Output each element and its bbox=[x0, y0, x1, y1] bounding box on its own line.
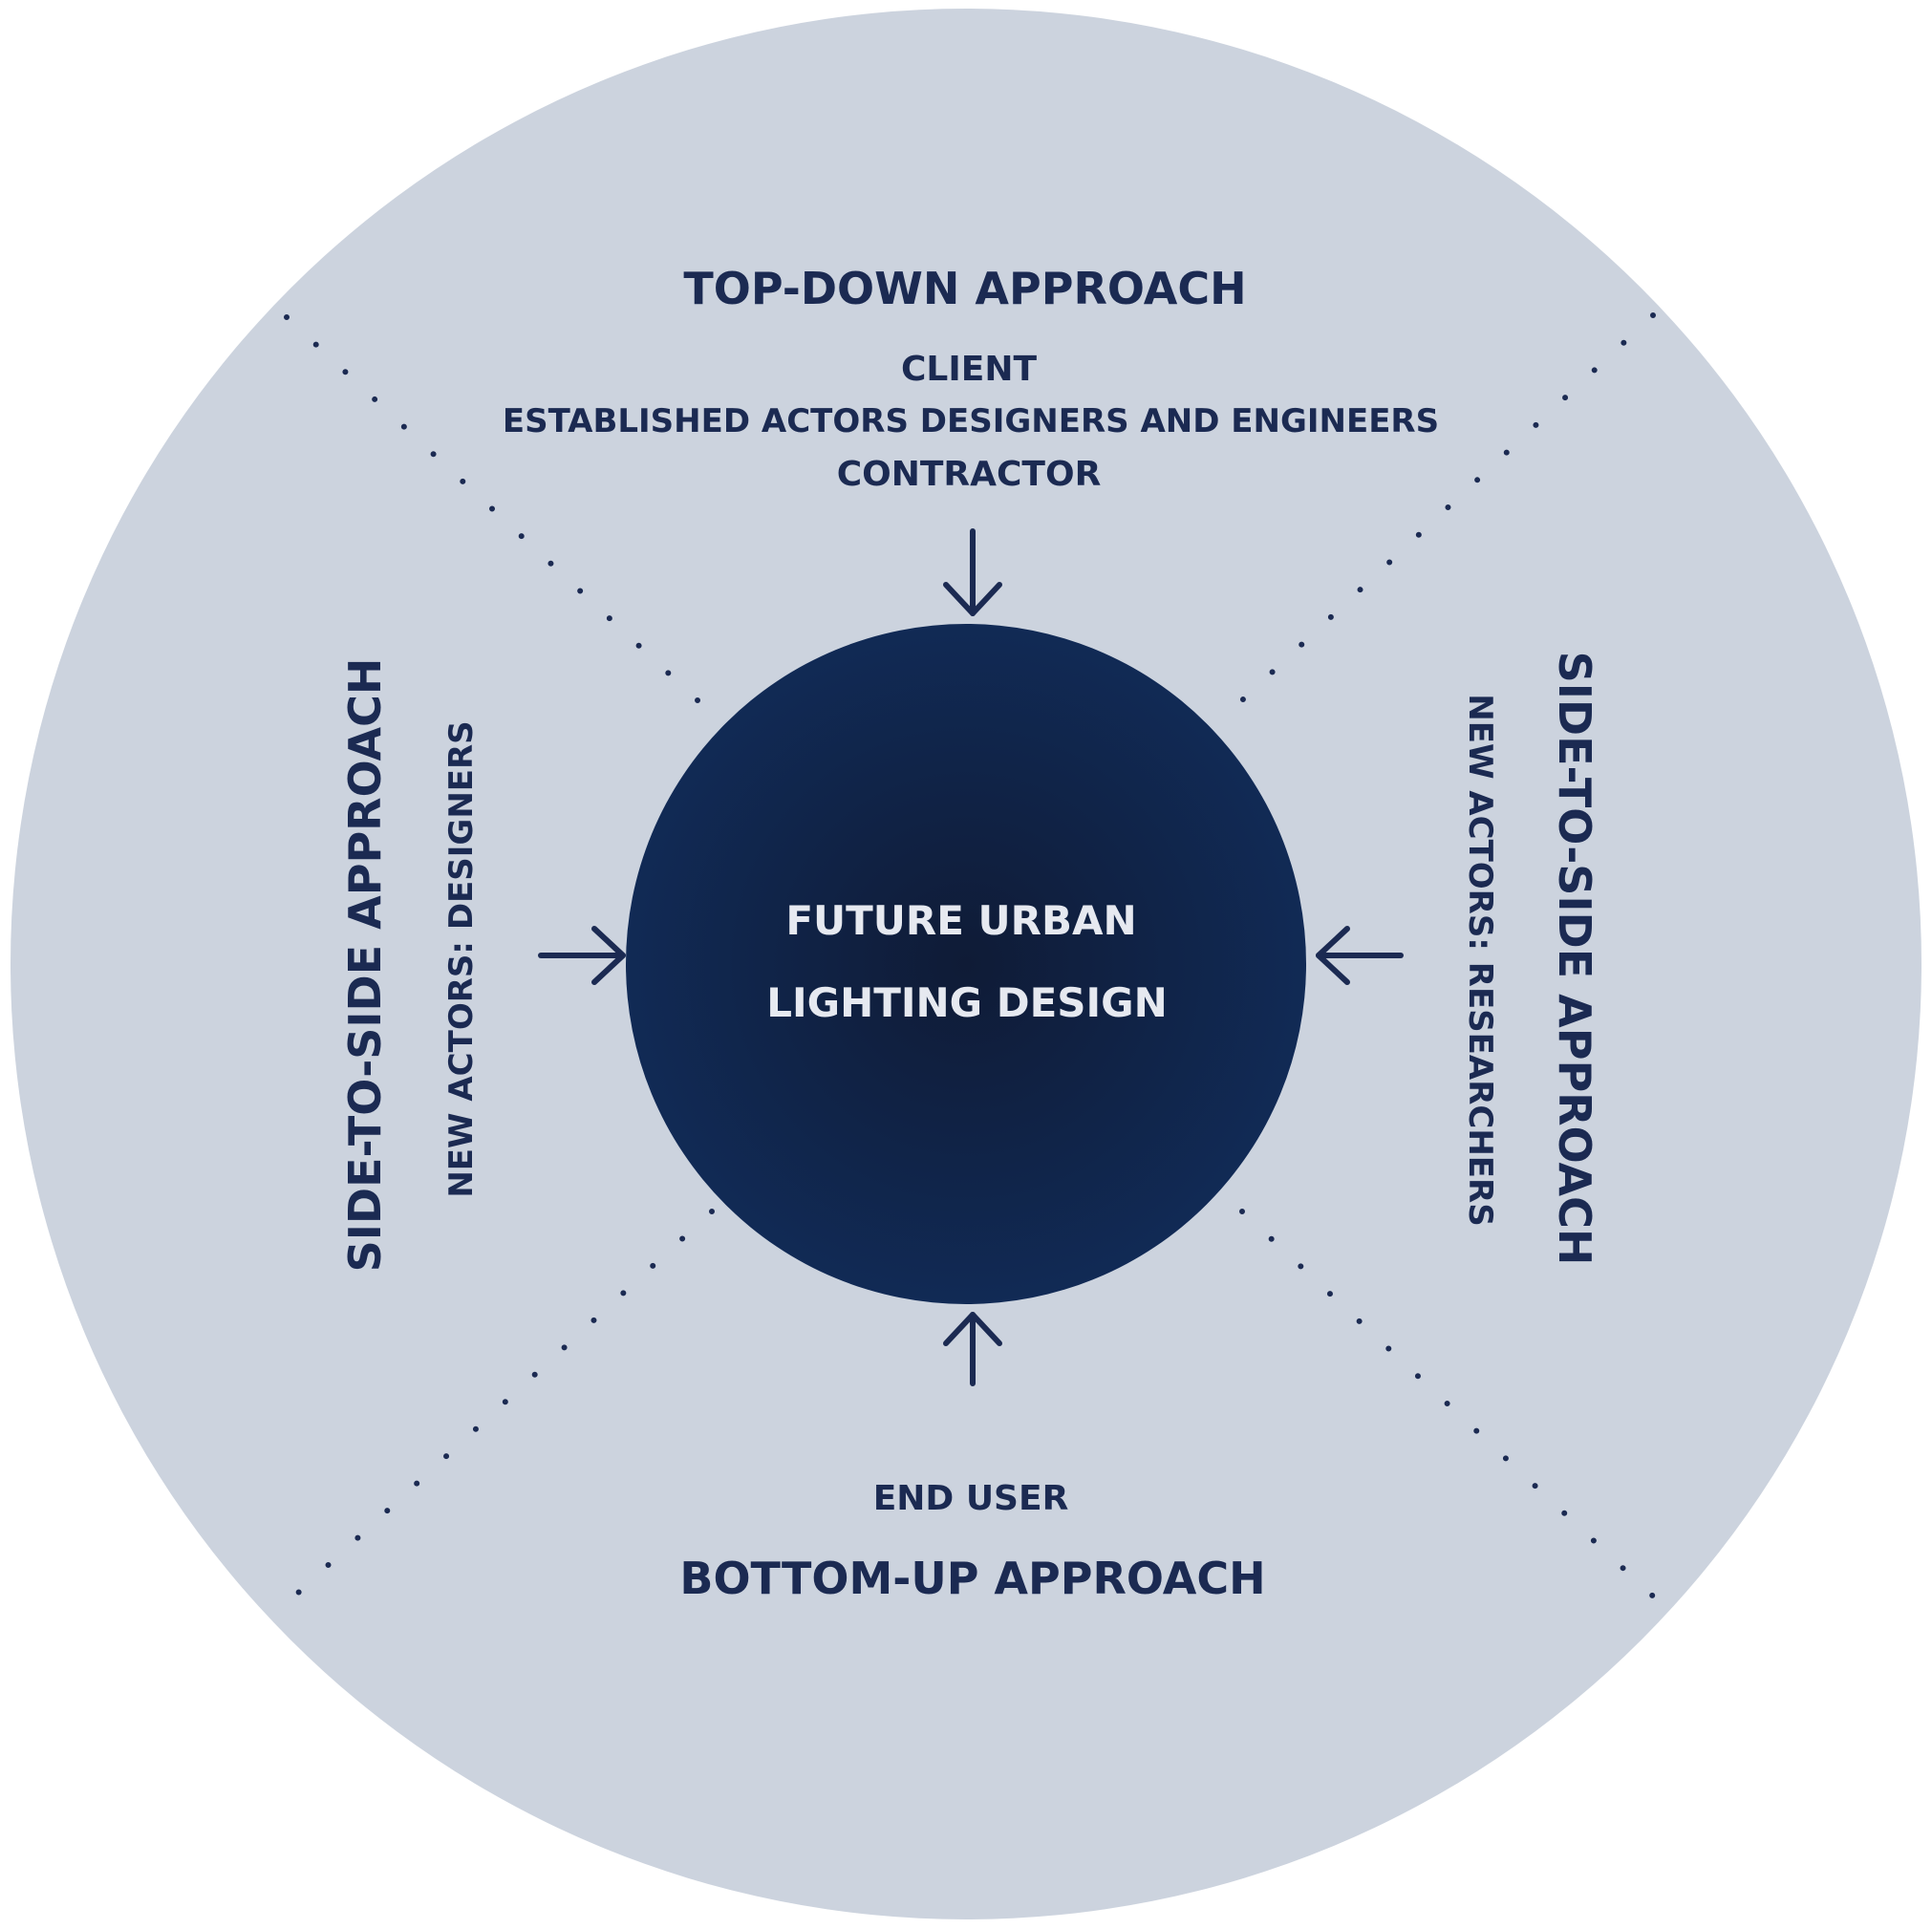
inner-circle bbox=[626, 624, 1306, 1304]
center-title-line2: LIGHTING DESIGN bbox=[766, 979, 1168, 1026]
top-actor-contractor: CONTRACTOR bbox=[837, 455, 1102, 494]
top-actor-established: ESTABLISHED ACTORS DESIGNERS AND ENGINEE… bbox=[503, 402, 1439, 440]
left-new-actors: NEW ACTORS: DESIGNERS bbox=[442, 720, 481, 1197]
top-approach-title: TOP-DOWN APPROACH bbox=[683, 263, 1246, 314]
arrow-down-icon bbox=[943, 528, 1002, 616]
divider-bottom-left bbox=[282, 1209, 715, 1608]
arrow-right-icon bbox=[538, 926, 626, 985]
arrows bbox=[538, 528, 1404, 1386]
arrow-left-icon bbox=[1316, 926, 1404, 985]
arrow-up-icon bbox=[943, 1312, 1002, 1386]
bottom-actor-end-user: END USER bbox=[873, 1479, 1069, 1518]
center-title-line1: FUTURE URBAN bbox=[785, 897, 1136, 944]
top-actor-client: CLIENT bbox=[901, 350, 1037, 389]
left-approach-title: SIDE-TO-SIDE APPROACH bbox=[339, 658, 391, 1273]
right-new-actors: NEW ACTORS: RESEARCHERS bbox=[1461, 694, 1499, 1226]
dotted-dividers bbox=[282, 312, 1665, 1608]
right-approach-title: SIDE-TO-SIDE APPROACH bbox=[1549, 652, 1600, 1266]
divider-bottom-right bbox=[1239, 1209, 1665, 1608]
bottom-approach-title: BOTTOM-UP APPROACH bbox=[679, 1553, 1265, 1604]
